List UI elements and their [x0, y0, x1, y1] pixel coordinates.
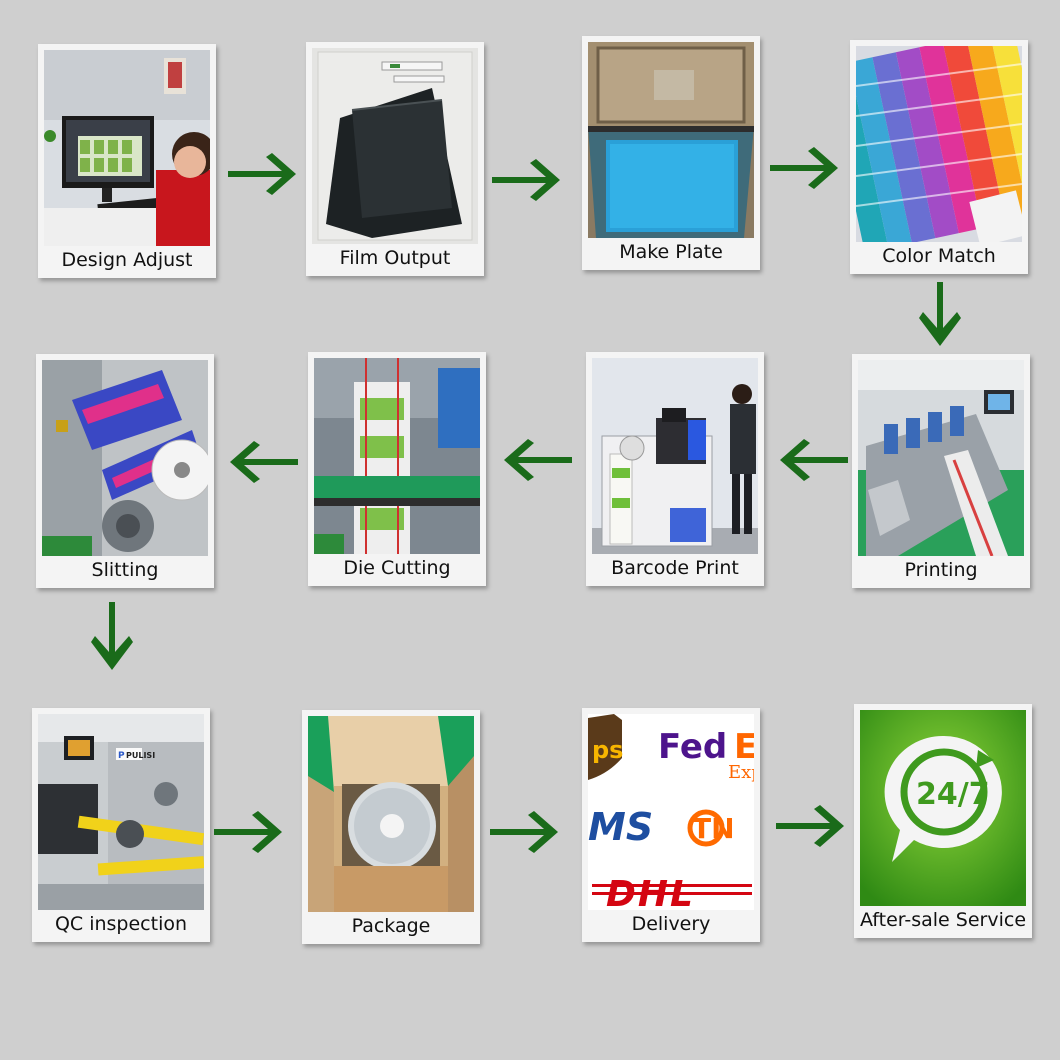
step-die-cutting: Die Cutting [308, 352, 486, 586]
arrow-left-icon [502, 438, 574, 482]
after-sale-service-photo: 24/7 [860, 710, 1026, 906]
make-plate-photo [588, 42, 754, 238]
step-label: Delivery [631, 913, 711, 935]
film-output-photo [312, 48, 478, 244]
die-cutting-photo [314, 358, 480, 554]
design-adjust-photo [44, 50, 210, 246]
arrow-right-icon [212, 810, 284, 854]
package-photo [308, 716, 474, 912]
step-delivery: ps Fed E Exp MS TN DHL Delivery [582, 708, 760, 942]
barcode-print-photo [592, 358, 758, 554]
arrow-right-icon [490, 158, 562, 202]
step-make-plate: Make Plate [582, 36, 760, 270]
fedex-ex-text: E [734, 727, 754, 767]
tnt-logo [687, 809, 725, 847]
step-slitting: Slitting [36, 354, 214, 588]
step-after-sale-service: 24/7 After-sale Service [854, 704, 1032, 938]
step-label: QC inspection [54, 913, 188, 935]
fedex-fed-text: Fed [658, 727, 727, 767]
step-film-output: Film Output [306, 42, 484, 276]
step-label: Package [351, 915, 431, 937]
step-qc-inspection: P PULISI QC inspection [32, 708, 210, 942]
dhl-text: DHL [606, 874, 695, 910]
arrow-right-icon [488, 810, 560, 854]
arrow-down-icon [90, 600, 134, 672]
machine-brand-mark: P [118, 751, 125, 761]
arrow-down-icon [918, 280, 962, 348]
step-label: Design Adjust [61, 249, 193, 271]
step-package: Package [302, 710, 480, 944]
arrow-left-icon [228, 440, 300, 484]
step-barcode-print: Barcode Print [586, 352, 764, 586]
color-match-photo [856, 46, 1022, 242]
fedex-sub-text: Exp [728, 762, 754, 783]
arrow-right-icon [774, 804, 846, 848]
step-label: Color Match [882, 245, 996, 267]
step-label: Make Plate [619, 241, 723, 263]
step-printing: Printing [852, 354, 1030, 588]
qc-inspection-photo: P PULISI [38, 714, 204, 910]
slitting-photo [42, 360, 208, 556]
tnt-text: TN [692, 812, 735, 845]
step-label: Die Cutting [343, 557, 451, 579]
printing-photo [858, 360, 1024, 556]
step-label: Printing [904, 559, 978, 581]
step-label: Slitting [91, 559, 159, 581]
machine-brand-text: PULISI [126, 751, 155, 760]
arrow-right-icon [768, 146, 840, 190]
step-label: After-sale Service [859, 909, 1027, 931]
step-color-match: Color Match [850, 40, 1028, 274]
arrow-right-icon [226, 152, 298, 196]
ups-logo [588, 714, 622, 780]
step-label: Barcode Print [611, 557, 739, 579]
ups-text: ps [592, 736, 623, 764]
service-247-text: 24/7 [916, 777, 990, 812]
arrow-left-icon [778, 438, 850, 482]
delivery-photo: ps Fed E Exp MS TN DHL [588, 714, 754, 910]
ems-text: MS [588, 805, 653, 849]
step-design-adjust: Design Adjust [38, 44, 216, 278]
step-label: Film Output [339, 247, 451, 269]
